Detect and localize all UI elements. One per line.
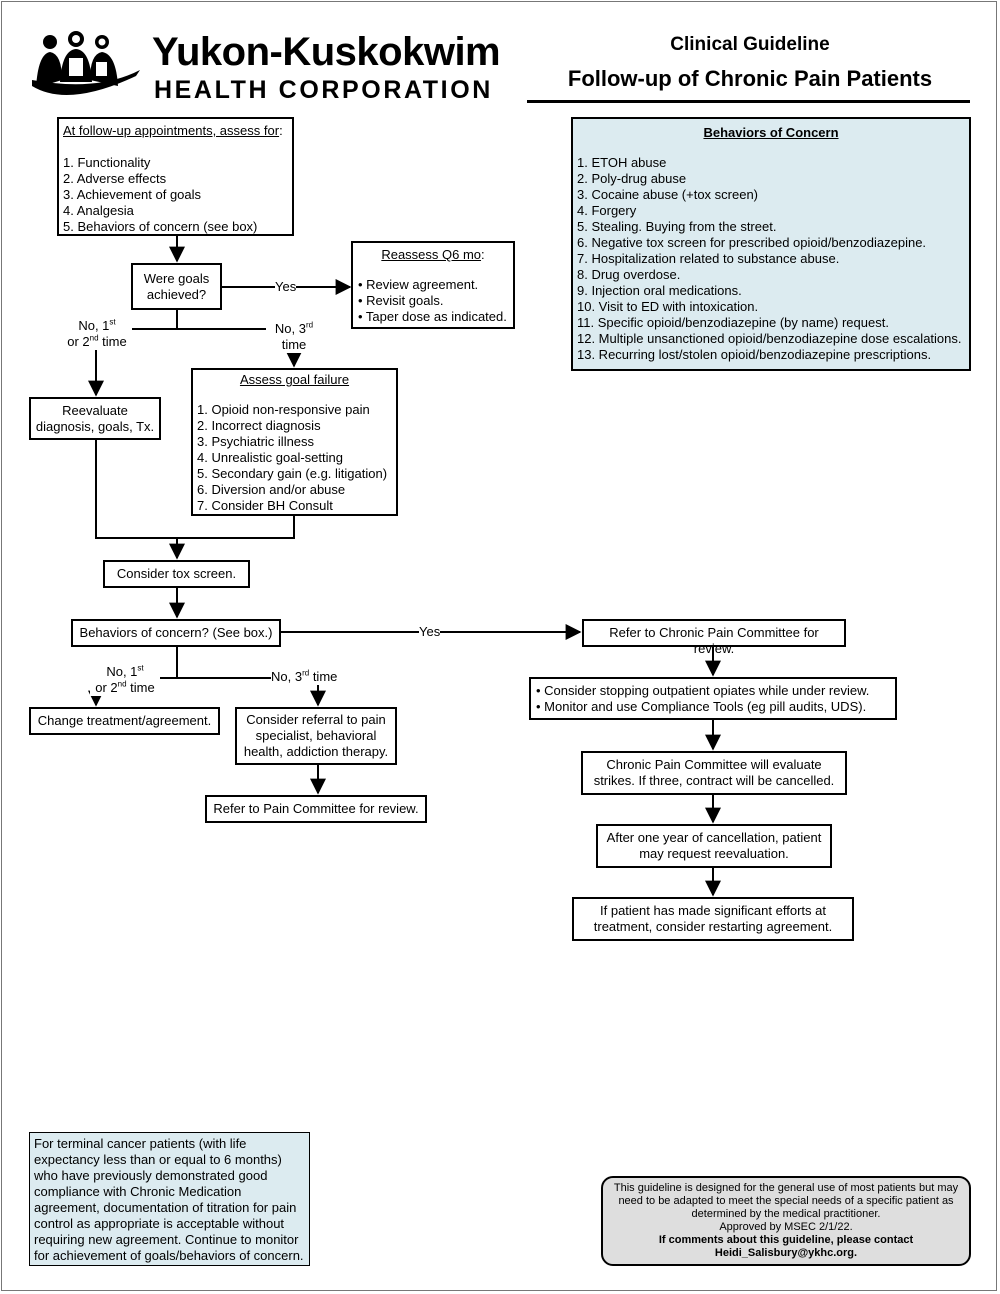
list-item: 2. Poly-drug abuse <box>577 171 687 186</box>
list-item: 10. Visit to ED with intoxication. <box>577 299 759 314</box>
terminal-note-text: For terminal cancer patients (with life … <box>34 1136 304 1263</box>
assess-box: At follow-up appointments, assess for: 1… <box>57 117 294 236</box>
reassess-list: • Review agreement. • Revisit goals. • T… <box>358 277 508 325</box>
behaviors-yes-label: Yes <box>419 624 441 640</box>
list-item: • Monitor and use Compliance Tools (eg p… <box>536 699 867 714</box>
list-item: 5. Behaviors of concern (see box) <box>63 219 258 234</box>
reevaluate-text: Reevaluate diagnosis, goals, Tx. <box>35 403 155 434</box>
behaviors-question: Behaviors of concern? (See box.) <box>79 625 273 640</box>
doc-type: Clinical Guideline <box>670 34 830 55</box>
list-item: 8. Drug overdose. <box>577 267 681 282</box>
footer-line2: Approved by MSEC 2/1/22. <box>719 1221 853 1233</box>
list-item: 7. Hospitalization related to substance … <box>577 251 840 266</box>
refer-pain-committee-text: Refer to Pain Committee for review. <box>213 801 419 816</box>
footer-line1: This guideline is designed for the gener… <box>613 1182 959 1220</box>
refer-pain-committee-box: Refer to Pain Committee for review. <box>205 795 427 823</box>
behaviors-of-concern-box: Behaviors of Concern 1. ETOH abuse 2. Po… <box>571 117 971 371</box>
consider-stopping-list: • Consider stopping outpatient opiates w… <box>536 683 890 715</box>
list-item: • Consider stopping outpatient opiates w… <box>536 683 870 698</box>
list-item: 3. Achievement of goals <box>63 187 202 202</box>
org-name-line2: HEALTH CORPORATION <box>154 76 493 104</box>
title-rule <box>527 100 970 103</box>
list-item: 7. Consider BH Consult <box>197 498 333 513</box>
after-one-year-box: After one year of cancellation, patient … <box>596 824 832 868</box>
list-item: • Revisit goals. <box>358 293 444 308</box>
footer-disclaimer: This guideline is designed for the gener… <box>601 1176 971 1266</box>
tox-screen-text: Consider tox screen. <box>116 566 237 581</box>
refer-chronic-committee-text: Refer to Chronic Pain Committee for revi… <box>609 625 819 656</box>
behaviors-question-box: Behaviors of concern? (See box.) <box>71 619 281 647</box>
list-item: 3. Psychiatric illness <box>197 434 315 449</box>
list-item: 6. Diversion and/or abuse <box>197 482 346 497</box>
org-name-line1: Yukon-Kuskokwim <box>152 30 501 74</box>
ykhc-logo-icon <box>32 31 140 95</box>
reevaluate-box: Reevaluate diagnosis, goals, Tx. <box>29 397 161 440</box>
list-item: • Taper dose as indicated. <box>358 309 507 324</box>
change-treatment-text: Change treatment/agreement. <box>37 713 212 728</box>
consider-referral-text: Consider referral to pain specialist, be… <box>243 712 389 759</box>
list-item: 4. Unrealistic goal-setting <box>197 450 343 465</box>
reassess-title: Reassess Q6 mo <box>381 247 482 262</box>
assess-title: At follow-up appointments, assess for <box>63 123 280 138</box>
list-item: 5. Stealing. Buying from the street. <box>577 219 777 234</box>
goal-failure-box: Assess goal failure 1. Opioid non-respon… <box>191 368 398 516</box>
significant-efforts-box: If patient has made significant efforts … <box>572 897 854 941</box>
assess-list: 1. Functionality 2. Adverse effects 3. A… <box>63 155 288 235</box>
branch2-no-third-label: No, 3rd time <box>271 668 338 685</box>
list-item: 4. Forgery <box>577 203 637 218</box>
tox-screen-box: Consider tox screen. <box>103 560 250 588</box>
list-item: 12. Multiple unsanctioned opioid/benzodi… <box>577 331 962 346</box>
list-item: 5. Secondary gain (e.g. litigation) <box>197 466 388 481</box>
list-item: 4. Analgesia <box>63 203 134 218</box>
list-item: 2. Adverse effects <box>63 171 167 186</box>
terminal-cancer-note: For terminal cancer patients (with life … <box>29 1132 310 1266</box>
consider-referral-box: Consider referral to pain specialist, be… <box>235 707 397 765</box>
list-item: 1. Functionality <box>63 155 151 170</box>
page-title: Follow-up of Chronic Pain Patients <box>567 66 933 91</box>
branch1-no-third-label: No, 3rd time <box>266 321 322 353</box>
goals-question-box: Were goals achieved? <box>131 263 222 310</box>
behaviors-box-title: Behaviors of Concern <box>703 125 839 140</box>
committee-evaluate-box: Chronic Pain Committee will evaluate str… <box>581 751 847 795</box>
branch1-no-first-label: No, 1st or 2nd time <box>62 318 132 350</box>
list-item: 2. Incorrect diagnosis <box>197 418 321 433</box>
change-treatment-box: Change treatment/agreement. <box>29 707 220 735</box>
list-item: 6. Negative tox screen for prescribed op… <box>577 235 927 250</box>
consider-stopping-box: • Consider stopping outpatient opiates w… <box>529 677 897 720</box>
reassess-box: Reassess Q6 mo: • Review agreement. • Re… <box>351 241 515 329</box>
list-item: 1. ETOH abuse <box>577 155 667 170</box>
list-item: • Review agreement. <box>358 277 479 292</box>
list-item: 11. Specific opioid/benzodiazepine (by n… <box>577 315 889 330</box>
goals-yes-label: Yes <box>275 279 297 295</box>
list-item: 9. Injection oral medications. <box>577 283 742 298</box>
list-item: 1. Opioid non-responsive pain <box>197 402 370 417</box>
list-item: 13. Recurring lost/stolen opioid/benzodi… <box>577 347 932 362</box>
goal-failure-title: Assess goal failure <box>239 372 350 387</box>
after-one-year-text: After one year of cancellation, patient … <box>606 830 822 861</box>
refer-chronic-committee-box: Refer to Chronic Pain Committee for revi… <box>582 619 846 656</box>
committee-evaluate-text: Chronic Pain Committee will evaluate str… <box>593 757 835 788</box>
list-item: 3. Cocaine abuse (+tox screen) <box>577 187 759 202</box>
footer-contact: If comments about this guideline, please… <box>658 1234 914 1259</box>
behaviors-list: 1. ETOH abuse 2. Poly-drug abuse 3. Coca… <box>577 155 965 363</box>
goals-question: Were goals achieved? <box>143 271 210 302</box>
significant-efforts-text: If patient has made significant efforts … <box>593 903 833 934</box>
goal-failure-list: 1. Opioid non-responsive pain 2. Incorre… <box>197 402 392 514</box>
branch2-no-first-label: No, 1st or 2nd time <box>90 664 160 696</box>
